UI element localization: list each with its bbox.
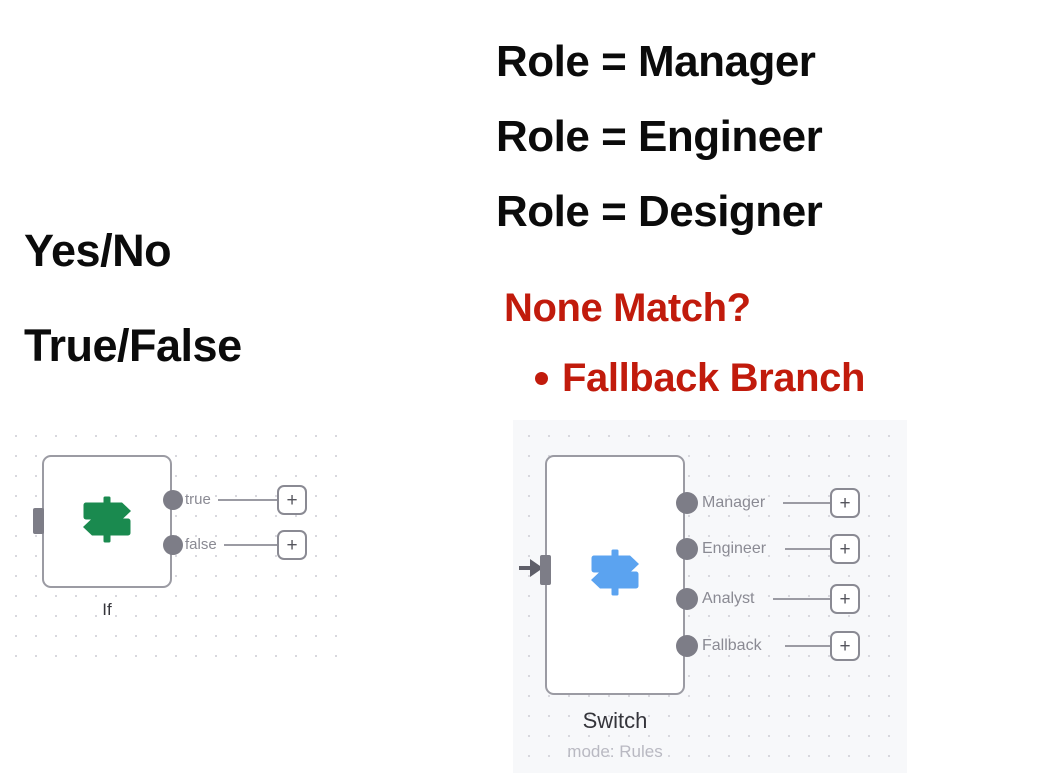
switch-output-port-engineer[interactable]: [676, 538, 698, 560]
switch-node-input-port[interactable]: [540, 555, 551, 585]
switch-node-canvas: Manager + Engineer + Analyst + Fallback …: [513, 420, 907, 773]
switch-output-label-fallback: Fallback: [702, 637, 762, 654]
if-output-wire-false: [224, 544, 278, 546]
switch-output-port-manager[interactable]: [676, 492, 698, 514]
switch-output-port-fallback[interactable]: [676, 635, 698, 657]
switch-add-node-button-fallback[interactable]: +: [830, 631, 860, 661]
heading-role-engineer: Role = Engineer: [496, 112, 823, 161]
bullet-point-icon: [535, 371, 548, 385]
if-node-canvas: true + false + If: [0, 420, 346, 665]
switch-node-body[interactable]: [545, 455, 685, 695]
heading-role-manager: Role = Manager: [496, 37, 816, 86]
if-node-body[interactable]: [42, 455, 172, 588]
heading-role-designer: Role = Designer: [496, 187, 823, 236]
if-output-port-false[interactable]: [163, 535, 183, 555]
switch-output-wire-manager: [783, 502, 831, 504]
if-add-node-button-false[interactable]: +: [277, 530, 307, 560]
fallback-branch-label: Fallback Branch: [562, 356, 866, 400]
if-output-label-true: true: [185, 491, 211, 508]
switch-output-wire-engineer: [785, 548, 831, 550]
if-add-node-button-true[interactable]: +: [277, 485, 307, 515]
switch-add-node-button-analyst[interactable]: +: [830, 584, 860, 614]
signpost-icon: [584, 544, 646, 607]
signpost-icon: [76, 490, 138, 553]
if-output-wire-true: [218, 499, 278, 501]
switch-node-caption: Switch: [582, 708, 648, 733]
if-node-input-port[interactable]: [33, 508, 44, 534]
switch-output-label-analyst: Analyst: [702, 590, 755, 607]
if-output-label-false: false: [185, 536, 217, 553]
heading-true-false: True/False: [24, 320, 242, 371]
if-output-port-true[interactable]: [163, 490, 183, 510]
switch-output-label-engineer: Engineer: [702, 540, 767, 557]
if-node-caption: If: [102, 600, 112, 619]
switch-output-wire-analyst: [773, 598, 831, 600]
switch-add-node-button-engineer[interactable]: +: [830, 534, 860, 564]
switch-output-port-analyst[interactable]: [676, 588, 698, 610]
heading-none-match: None Match?: [504, 286, 751, 330]
switch-add-node-button-manager[interactable]: +: [830, 488, 860, 518]
switch-node-subcaption: mode: Rules: [567, 742, 663, 761]
switch-input-arrow-icon: [530, 559, 543, 577]
switch-output-label-manager: Manager: [702, 494, 766, 511]
switch-input-connector-tail: [519, 566, 531, 570]
switch-output-wire-fallback: [785, 645, 831, 647]
fallback-bullet-row: Fallback Branch: [535, 358, 865, 398]
heading-yes-no: Yes/No: [24, 225, 172, 276]
